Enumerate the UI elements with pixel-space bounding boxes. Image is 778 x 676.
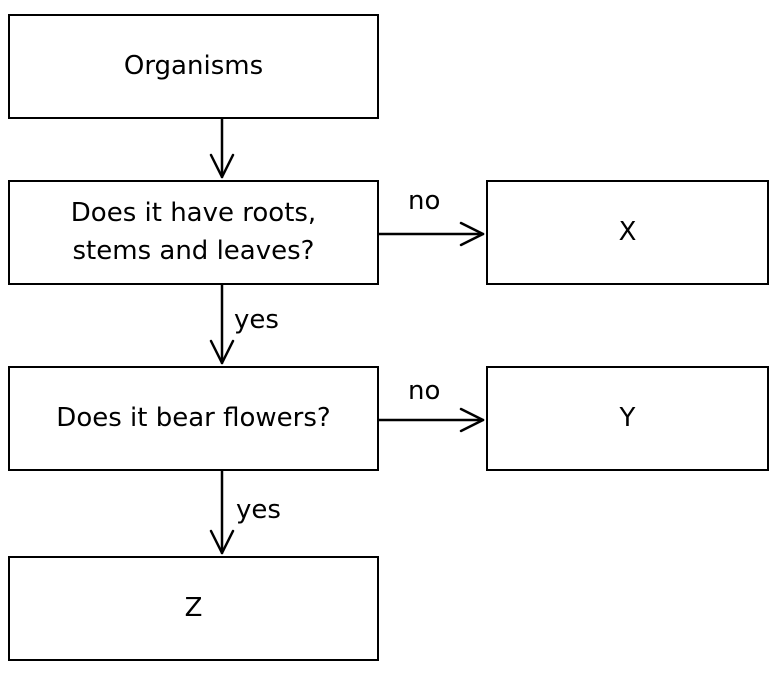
node-bear-flowers-question: Does it bear flowers? [8,366,379,471]
edge-label-flowers-no: no [408,376,441,406]
arrow-organisms-to-roots-question [209,117,235,179]
node-y: Y [486,366,769,471]
node-z-label: Z [184,592,203,623]
node-x-label: X [618,216,637,247]
edge-label-roots-yes: yes [234,305,279,335]
arrow-flowers-question-to-y [377,407,485,433]
node-y-label: Y [619,402,636,433]
node-roots-stems-leaves-question: Does it have roots, stems and leaves? [8,180,379,285]
node-organisms-label: Organisms [123,50,264,81]
edge-label-roots-no: no [408,186,441,216]
node-x: X [486,180,769,285]
node-z: Z [8,556,379,661]
arrow-roots-question-to-flowers-question [209,283,235,365]
node-roots-question-label: Does it have roots, stems and leaves? [70,197,317,266]
edge-label-flowers-yes: yes [236,495,281,525]
arrow-roots-question-to-x [377,221,485,247]
node-flowers-question-label: Does it bear flowers? [56,402,331,433]
node-organisms: Organisms [8,14,379,119]
arrow-flowers-question-to-z [209,469,235,555]
